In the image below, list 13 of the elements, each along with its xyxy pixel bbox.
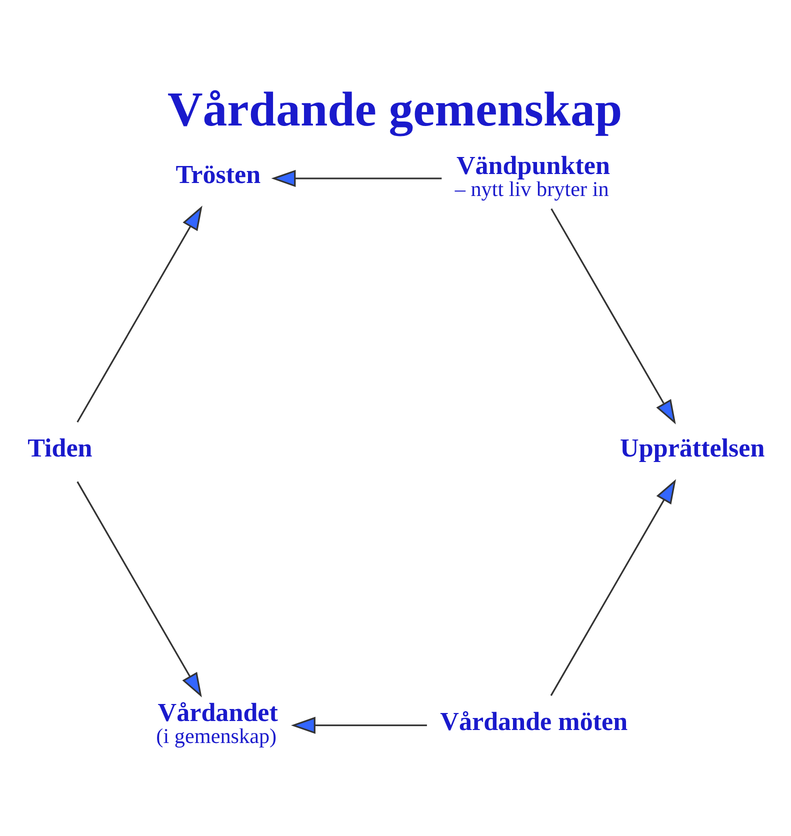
node-text: Vändpunkten – nytt liv bryter in (454, 150, 610, 201)
node-text: Vårdandet (i gemenskap) (156, 697, 278, 748)
arrow (76, 205, 202, 422)
node-text: Upprättelsen (620, 432, 765, 462)
node-text: Vårdande möten (440, 706, 628, 736)
node-text: Tiden (28, 432, 92, 462)
node-text: Trösten (176, 159, 261, 188)
arrow (550, 208, 676, 424)
diagram-title: Vårdande gemenskap (167, 80, 622, 136)
arrow (76, 480, 202, 697)
arrow (271, 169, 442, 186)
arrow (550, 478, 676, 696)
arrow (291, 716, 427, 734)
